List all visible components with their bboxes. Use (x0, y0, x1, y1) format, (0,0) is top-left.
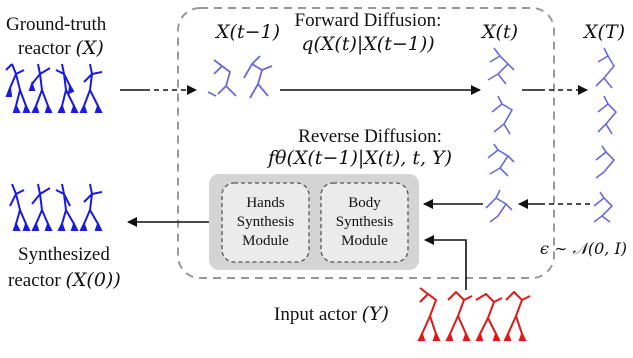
body-module-word-1: Body (348, 195, 381, 211)
input-actor-var: (Y) (361, 303, 389, 325)
reverse-diffusion-title: Reverse Diffusion: (298, 126, 442, 147)
synthesized-reactor-word: reactor (8, 270, 61, 291)
hands-module-box (221, 182, 310, 263)
synthesized-label-line2: reactor (X(0)) (8, 269, 121, 292)
hands-module-word-3: Module (242, 233, 289, 249)
noise-distribution-label: ϵ ∼ 𝒩(0, I) (540, 239, 628, 258)
forward-diffusion-equation: q(X(t)|X(t−1)) (301, 33, 435, 55)
body-module-word-3: Module (341, 233, 388, 249)
x-t-minus-1-figure (207, 55, 273, 99)
x-t-figure (485, 47, 515, 223)
synthesized-label-line1: Synthesized (18, 244, 110, 265)
ground-truth-var: (X) (75, 37, 104, 59)
hands-synthesis-module-label: Hands Synthesis Module (222, 194, 309, 251)
input-actor-word: Input actor (274, 304, 357, 325)
x-t-label: X(t) (482, 21, 518, 43)
input-actor-figure (417, 287, 531, 341)
synthesized-var: (X(0)) (65, 269, 121, 291)
reverse-diffusion-equation: fθ(X(t−1)|X(t), t, Y) (267, 147, 453, 169)
ground-truth-label-line1: Ground-truth (6, 14, 107, 35)
ground-truth-reactor-word: reactor (18, 38, 71, 59)
x-T-label: X(T) (584, 21, 626, 43)
body-synthesis-module-label: Body Synthesis Module (321, 194, 408, 251)
input-actor-label: Input actor (Y) (274, 303, 389, 326)
x-t-minus-1-label: X(t−1) (216, 21, 280, 43)
synthesized-reactor-figure (9, 183, 103, 231)
ground-truth-reactor-figure (5, 63, 103, 113)
diffusion-process-frame (177, 7, 555, 279)
ground-truth-label-line2: reactor (X) (18, 37, 104, 60)
arrow-actor-to-modules (424, 235, 467, 290)
hands-module-word-1: Hands (246, 195, 285, 211)
forward-diffusion-title: Forward Diffusion: (294, 10, 442, 31)
body-module-word-2: Synthesis (335, 214, 394, 230)
hands-module-word-2: Synthesis (236, 214, 295, 230)
x-T-figure (593, 47, 618, 223)
body-module-box (320, 182, 409, 263)
